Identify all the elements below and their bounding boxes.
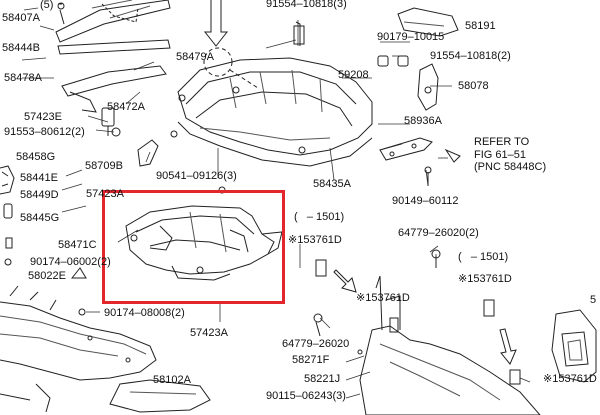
direction-arrow-icon-lower [499,328,517,365]
part-label-91554-10818-3[interactable]: 91554–10818(3) [266,0,347,10]
part-label-53761d-d[interactable]: ※153761D [543,373,597,385]
part-label-58078[interactable]: 58078 [458,80,489,92]
part-label-58479a[interactable]: 58479A [176,51,214,63]
part-label-90179-10015[interactable]: 90179–10015 [377,31,445,43]
floor-pan-part [177,57,373,167]
part-label-90174-08008-2[interactable]: 90174–08008(2) [104,307,185,319]
heat-insulator-part [125,205,283,281]
part-label-58444b[interactable]: 58444B [2,42,40,54]
part-label-58478a[interactable]: 58478A [4,72,42,84]
part-label-57423a-bottom[interactable]: 57423A [190,327,228,339]
part-label-59208[interactable]: 59208 [338,69,369,81]
front-bracket-parts [55,0,171,113]
part-label-58471c[interactable]: 58471C [58,239,97,251]
figure-ref-link[interactable]: FIG 61–51 [474,149,526,161]
pnc-ref-label: (PNC 58448C) [474,161,547,173]
right-upper-parts [293,7,461,186]
part-label-partial-5: 5 [590,294,597,306]
part-label-58458g[interactable]: 58458G [16,151,56,163]
part-label-64779-26020[interactable]: 64779–26020 [282,338,350,350]
part-label-90115-06243-3[interactable]: 90115–06243(3) [266,390,346,402]
part-label-90541-09126-3[interactable]: 90541–09126(3) [156,170,237,182]
part-label-53761d-c[interactable]: ※153761D [356,292,410,304]
part-label-58449d[interactable]: 58449D [20,189,59,201]
part-label-58441e[interactable]: 58441E [20,172,58,184]
date-range-label-a: ( – 1501) [294,211,345,223]
callout-circle [203,47,233,77]
lower-floor-structure [0,285,211,413]
part-label-58445g[interactable]: 58445G [20,212,60,224]
refer-to-label: REFER TO [474,136,530,148]
part-label-53761d-b[interactable]: ※153761D [458,273,512,285]
part-label-58435a[interactable]: 58435A [313,178,351,190]
part-label-64779-26020-2[interactable]: 64779–26020(2) [398,227,479,239]
small-hardware-parts [0,107,226,316]
down-arrow-icon [203,0,229,47]
part-label-58102a[interactable]: 58102A [153,374,191,386]
part-label-58022e[interactable]: 58022E [28,270,66,282]
part-label-58271f[interactable]: 58271F [292,354,330,366]
part-label-58191[interactable]: 58191 [465,20,496,32]
part-label-58936a[interactable]: 58936A [404,115,442,127]
part-label-58472a[interactable]: 58472A [107,101,145,113]
direction-arrow-icon [333,269,357,293]
part-label-58221j[interactable]: 58221J [304,373,341,385]
part-label-53761d-a[interactable]: ※153761D [288,234,342,246]
part-label-58709b[interactable]: 58709B [85,160,123,172]
right-lower-structure [313,249,597,415]
part-label-91553-80612-2[interactable]: 91553–80612(2) [4,126,85,138]
part-label-qty-5: (5) [40,0,54,11]
part-label-57423e[interactable]: 57423E [24,111,62,123]
part-label-90174-06002-2[interactable]: 90174–06002(2) [30,256,111,268]
date-range-label-b: ( – 1501) [458,251,509,263]
part-label-57423a-top[interactable]: 57423A [86,188,124,200]
part-label-91554-10818-2[interactable]: 91554–10818(2) [430,50,511,62]
part-label-58407a[interactable]: 58407A [2,12,40,24]
selected-part-highlight[interactable] [102,190,285,304]
part-label-90149-60112[interactable]: 90149–60112 [392,195,459,207]
